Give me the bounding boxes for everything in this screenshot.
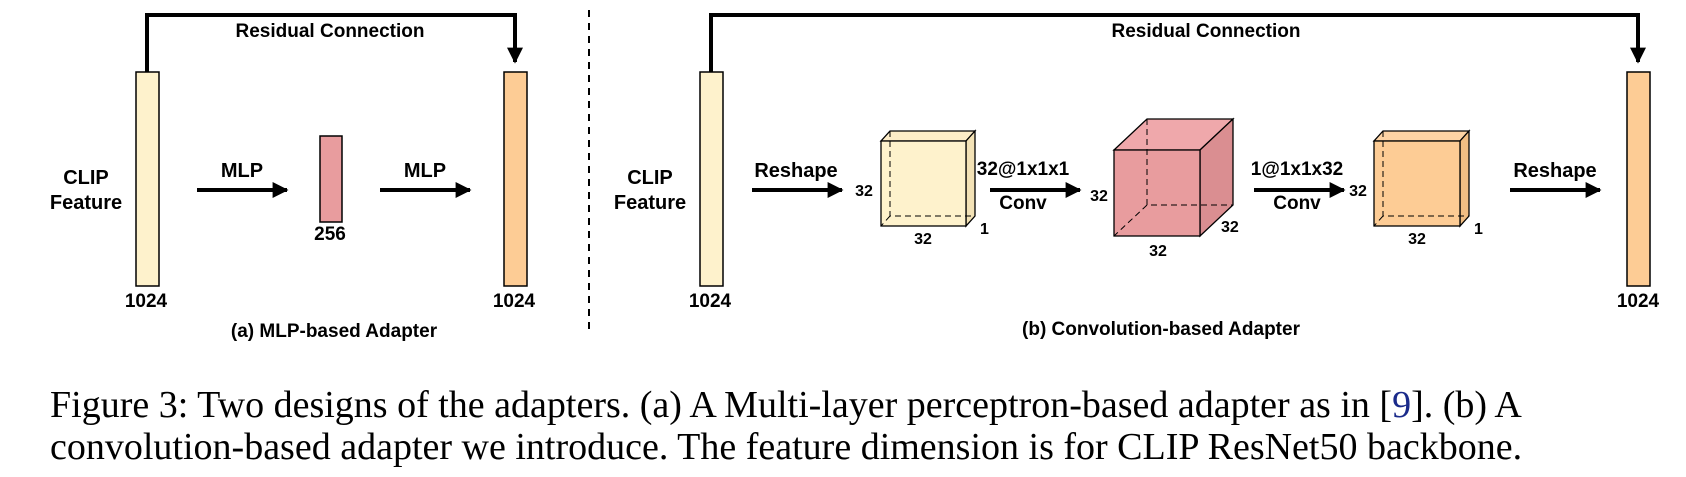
cube-32x32x32	[1112, 117, 1235, 238]
conv1-filter-label: 32@1x1x1	[977, 159, 1070, 180]
mlp-label-1: MLP	[221, 160, 263, 182]
caption-prefix: Figure 3: Two designs of the adapters. (…	[50, 384, 1393, 426]
residual-connection-line-b	[709, 13, 1646, 72]
cube-32x32x1-second	[1372, 129, 1471, 228]
output-feature-bar-a	[503, 71, 528, 287]
citation-link[interactable]: 9	[1392, 384, 1412, 426]
cube3-depth-label: 1	[1474, 221, 1483, 238]
residual-connection-line-a	[145, 13, 523, 72]
conv1-label: Conv	[999, 193, 1047, 214]
input-feature-bar-b	[699, 71, 724, 287]
clip-feature-label-line1-a: CLIP	[63, 167, 109, 189]
panel-b-caption: (b) Convolution-based Adapter	[1022, 319, 1301, 340]
output-feature-bar-b	[1626, 71, 1651, 287]
cube1-depth-label: 1	[980, 221, 989, 238]
cube2-width-label: 32	[1149, 243, 1167, 260]
clip-feature-label-line2-a: Feature	[50, 192, 122, 214]
output-dim-label-b: 1024	[1617, 291, 1660, 312]
input-feature-bar-a	[135, 71, 160, 287]
residual-connection-label-b: Residual Connection	[1112, 21, 1301, 42]
clip-feature-label-line1-b: CLIP	[627, 167, 673, 189]
reshape-label-1: Reshape	[754, 160, 837, 182]
conv2-label: Conv	[1273, 193, 1321, 214]
panel-a-mlp-adapter: Residual Connection CLIP Feature 1024 ML…	[50, 13, 536, 342]
cube1-height-label: 32	[855, 183, 873, 200]
cube3-height-label: 32	[1349, 183, 1367, 200]
cube2-depth-label: 32	[1221, 219, 1239, 236]
residual-connection-label-a: Residual Connection	[236, 21, 425, 42]
figure-caption: Figure 3: Two designs of the adapters. (…	[50, 384, 1650, 468]
panel-a-caption: (a) MLP-based Adapter	[231, 321, 438, 342]
cube1-width-label: 32	[914, 231, 932, 248]
conv2-filter-label: 1@1x1x32	[1251, 159, 1344, 180]
mlp-label-2: MLP	[404, 160, 446, 182]
output-dim-label-a: 1024	[493, 291, 536, 312]
input-dim-label-a: 1024	[125, 291, 168, 312]
hidden-feature-bar	[319, 135, 343, 223]
input-dim-label-b: 1024	[689, 291, 732, 312]
adapter-diagram: Residual Connection CLIP Feature 1024 ML…	[50, 10, 1660, 342]
clip-feature-label-line2-b: Feature	[614, 192, 686, 214]
cube-32x32x1-first	[879, 129, 977, 228]
reshape-label-2: Reshape	[1513, 160, 1596, 182]
cube2-height-label: 32	[1090, 188, 1108, 205]
panel-b-conv-adapter: Residual Connection CLIP Feature 1024 Re…	[614, 13, 1660, 340]
hidden-dim-label: 256	[314, 224, 346, 245]
cube3-width-label: 32	[1408, 231, 1426, 248]
caption-suffix: ]. (b) A convolution-based adapter we in…	[50, 384, 1523, 468]
